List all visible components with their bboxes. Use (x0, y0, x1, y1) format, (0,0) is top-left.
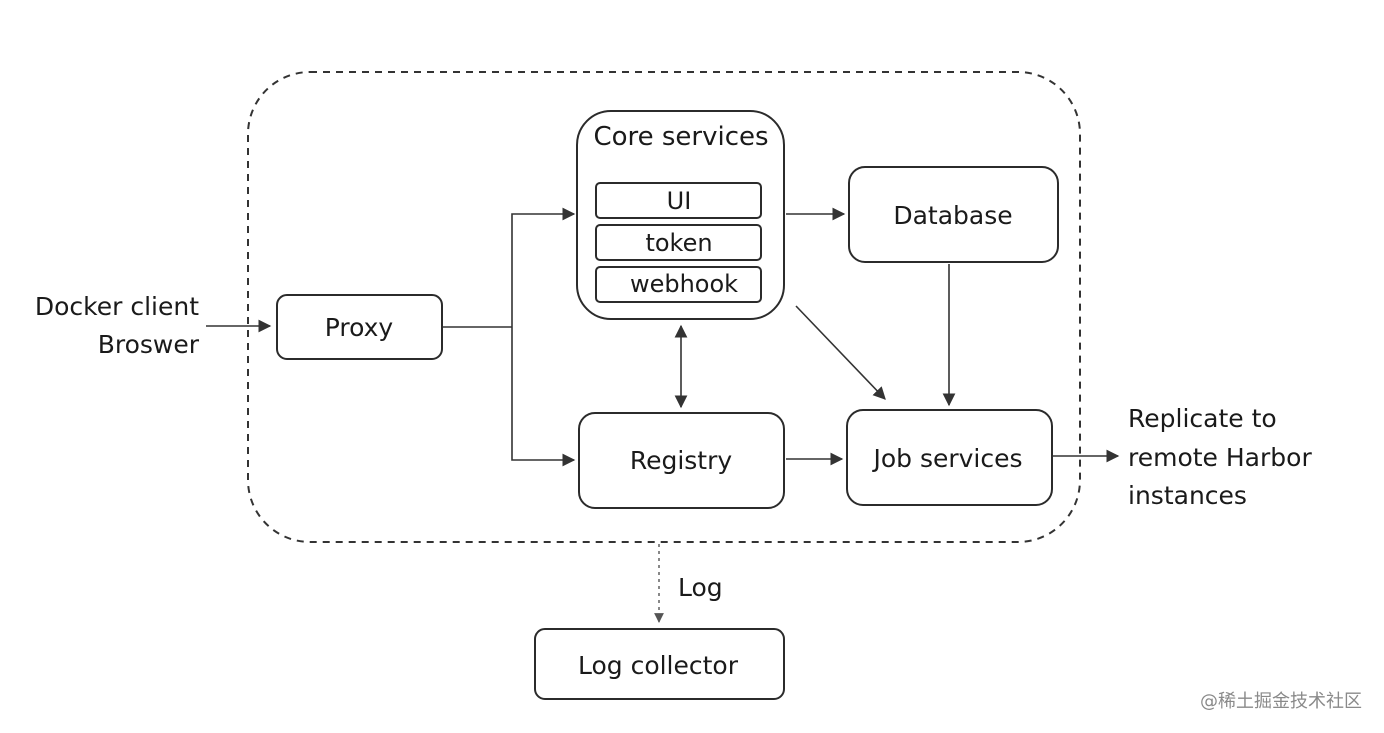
client-label: Docker client Broswer (35, 292, 200, 359)
client-label-line2: Broswer (98, 330, 200, 359)
client-label-line1: Docker client (35, 292, 199, 321)
replicate-label-line2: remote Harbor (1128, 443, 1312, 472)
log-collector-node: Log collector (534, 628, 785, 700)
core-webhook-label: webhook (630, 270, 738, 298)
database-label: Database (893, 201, 1012, 230)
watermark: @稀土掘金技术社区 (1200, 691, 1362, 712)
core-token-label: token (645, 229, 712, 257)
core-webhook-component: webhook (595, 266, 762, 303)
log-collector-label: Log collector (578, 651, 739, 680)
replicate-label: Replicate to remote Harbor instances (1128, 404, 1312, 510)
job-services-label: Job services (871, 444, 1022, 473)
edge-core-to-job-services (795, 305, 886, 400)
core-ui-label: UI (667, 187, 692, 215)
core-services-label: Core services (593, 122, 768, 152)
core-token-component: token (595, 224, 762, 261)
core-ui-component: UI (595, 182, 762, 219)
replicate-label-line1: Replicate to (1128, 404, 1277, 433)
proxy-node: Proxy (276, 294, 443, 360)
replicate-label-line3: instances (1128, 481, 1247, 510)
harbor-boundary (247, 71, 1081, 543)
log-edge-label: Log (678, 573, 723, 602)
database-node: Database (848, 166, 1059, 263)
proxy-label: Proxy (325, 313, 394, 342)
job-services-node: Job services (846, 409, 1053, 506)
edges (206, 207, 1120, 623)
edge-proxy-to-core-services (511, 207, 576, 327)
core-services-node: Core services UI token webhook (576, 110, 785, 320)
edge-proxy-to-registry (511, 327, 576, 467)
registry-label: Registry (630, 446, 733, 475)
registry-node: Registry (578, 412, 785, 509)
